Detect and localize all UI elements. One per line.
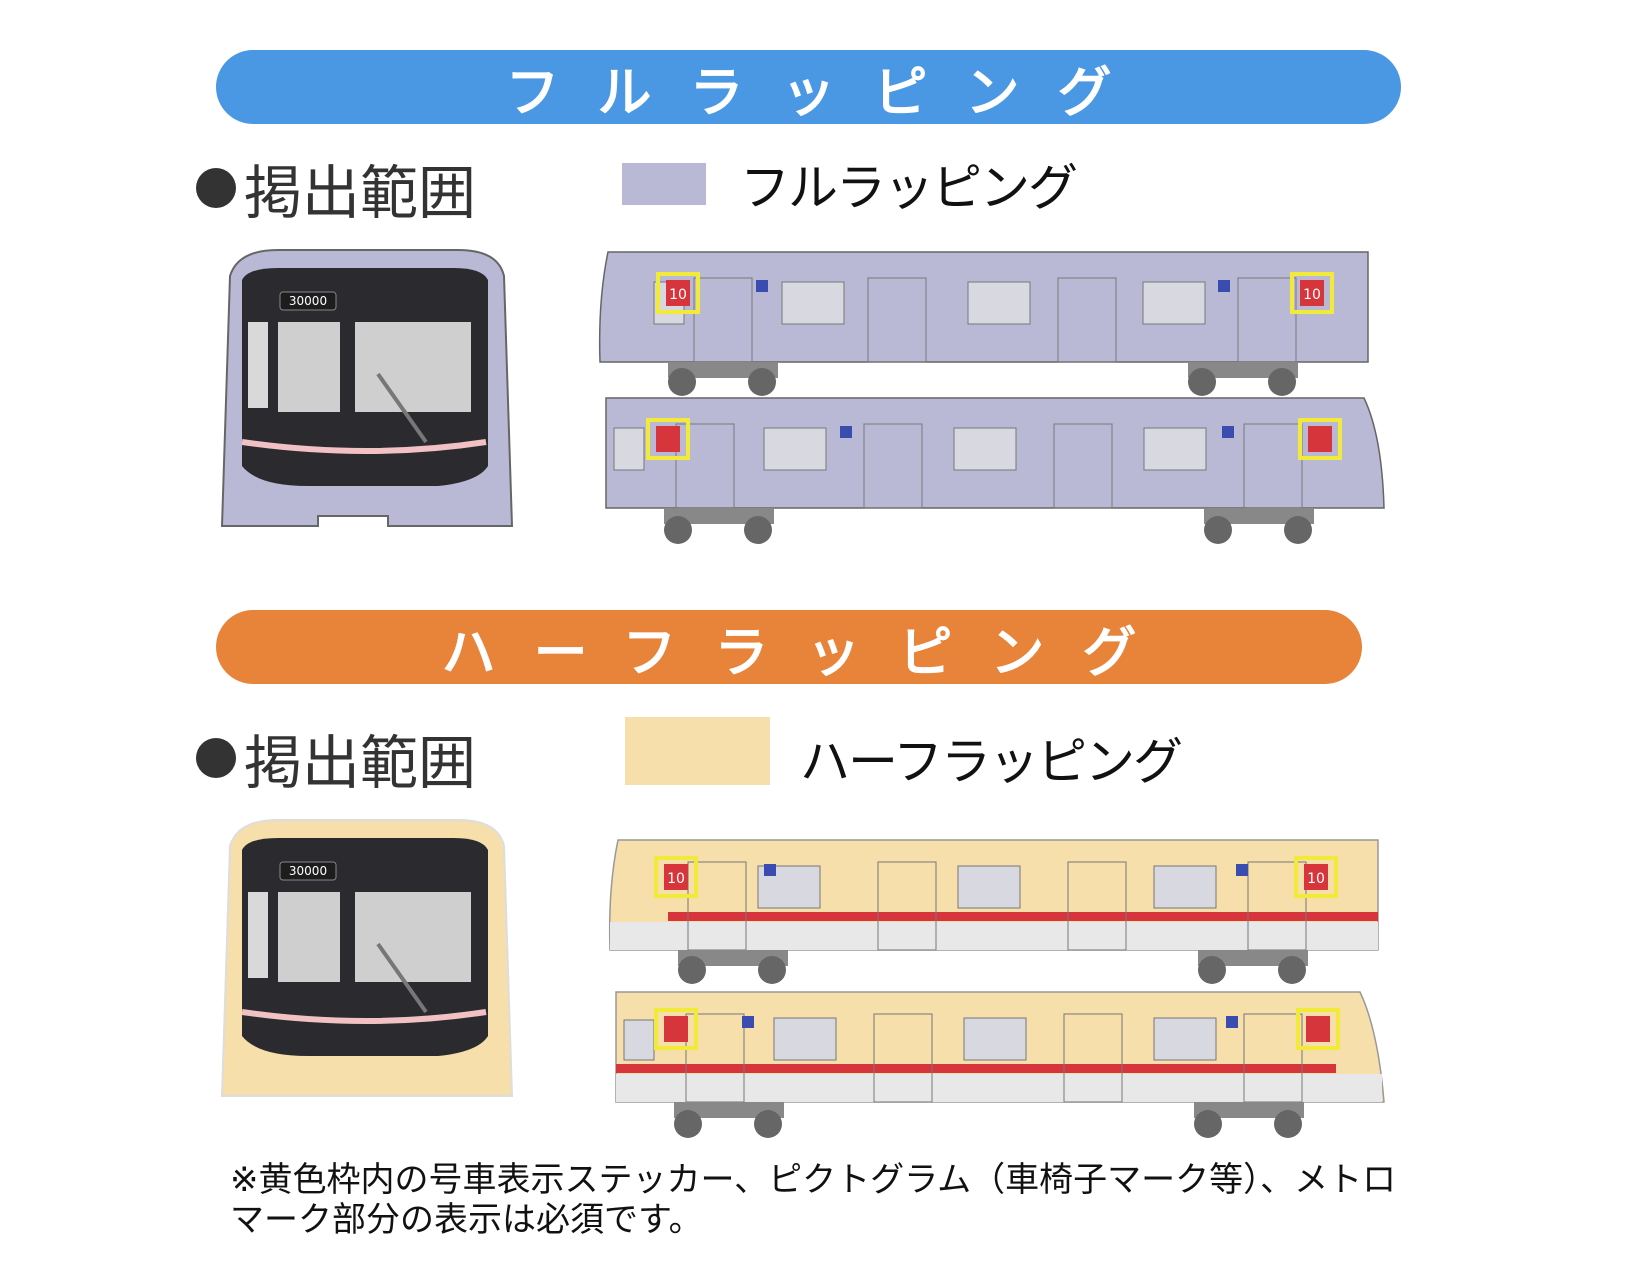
footnote-line-1: ※黄色枠内の号車表示ステッカー、ピクトグラム（車椅子マーク等）、メトロ xyxy=(230,1160,1397,1200)
footnote-line-2: マーク部分の表示は必須です。 xyxy=(230,1200,703,1240)
bullet-dot xyxy=(196,738,236,778)
full-side-view-lower xyxy=(605,397,1385,544)
half-wrap-legend: ハーフラッピング xyxy=(800,733,1183,791)
svg-text:30000: 30000 xyxy=(289,864,327,878)
footnote: ※黄色枠内の号車表示ステッカー、ピクトグラム（車椅子マーク等）、メトロ マーク部… xyxy=(230,1160,1430,1240)
half-front-view: 30000 xyxy=(220,819,514,1097)
full-front-view: 30000 xyxy=(220,249,514,527)
full-wrap-swatch xyxy=(622,163,706,205)
half-wrapping-banner-text: ハーフラッピング xyxy=(441,620,1175,684)
full-wrap-legend: フルラッピング xyxy=(740,159,1078,217)
half-scope-label: 掲出範囲 xyxy=(244,729,477,797)
full-scope-heading: 掲出範囲 xyxy=(196,146,476,230)
car-number-label: 10 xyxy=(1303,287,1321,303)
full-side-view-upper: 10 10 xyxy=(598,251,1369,396)
half-side-view-lower xyxy=(615,991,1385,1138)
half-wrap-swatch xyxy=(625,717,770,785)
car-number-label: 10 xyxy=(667,871,685,887)
car-number-label: 10 xyxy=(669,287,687,303)
half-side-view-upper: 10 10 xyxy=(608,839,1379,984)
half-wrapping-banner: ハーフラッピング xyxy=(216,610,1362,684)
half-scope-heading: 掲出範囲 xyxy=(196,716,476,800)
bullet-dot xyxy=(196,168,236,208)
full-wrapping-banner-text: フルラッピング xyxy=(505,60,1150,124)
full-wrapping-banner: フルラッピング xyxy=(216,50,1401,124)
svg-text:30000: 30000 xyxy=(289,294,327,308)
full-scope-label: 掲出範囲 xyxy=(244,159,477,227)
car-number-label: 10 xyxy=(1307,871,1325,887)
